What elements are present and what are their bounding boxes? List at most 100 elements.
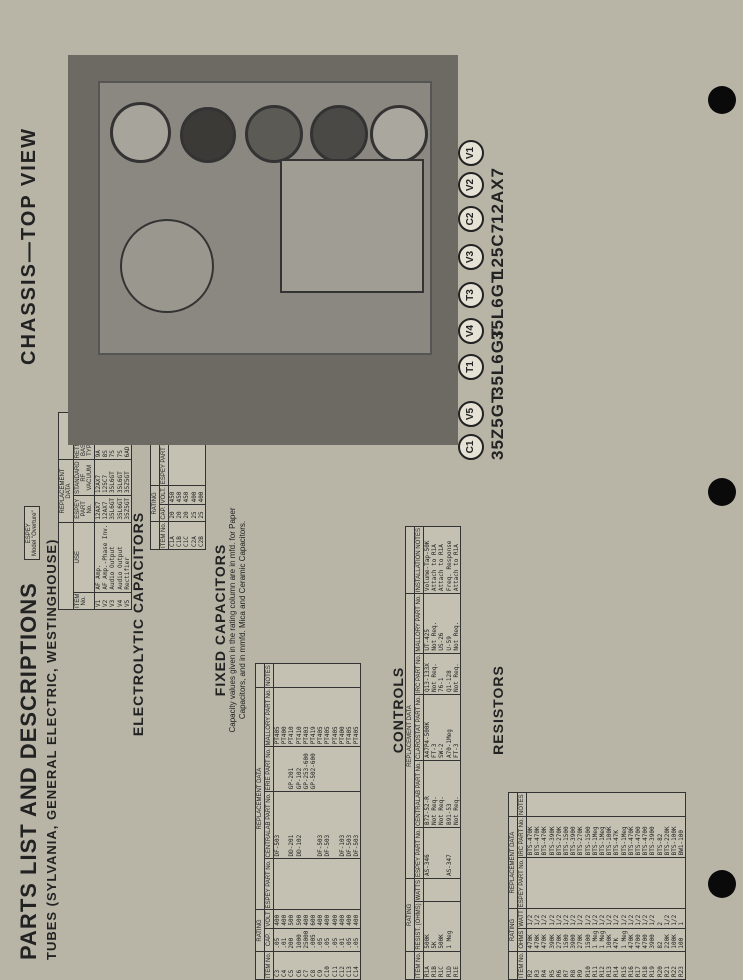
table-cell: C11 xyxy=(331,951,339,980)
table-cell xyxy=(555,792,564,817)
table-cell xyxy=(273,663,282,688)
table-cell: 1/2 xyxy=(534,908,542,929)
table-cell xyxy=(438,878,446,902)
table-cell xyxy=(302,858,311,910)
table-cell: 1/2 xyxy=(671,908,679,929)
table-cell: 400 xyxy=(281,909,289,929)
table-cell: B72-52-R xyxy=(423,760,432,828)
table-cell: PT405 xyxy=(353,687,361,747)
table-cell xyxy=(635,792,643,817)
table-cell xyxy=(331,858,339,910)
table-cell: 1/2 xyxy=(649,908,657,929)
table-cell: V1 xyxy=(94,592,103,610)
table-cell: R8 xyxy=(570,951,578,980)
table-cell: 2 xyxy=(656,908,664,929)
table-cell xyxy=(591,792,600,817)
table-cell xyxy=(606,857,614,909)
table-cell xyxy=(599,792,607,817)
table-cell: DD-102 xyxy=(295,791,303,859)
tube-socket xyxy=(110,102,171,163)
column-header: IRC PART No. xyxy=(414,653,424,695)
group-header: REPLACEMENT DATA xyxy=(508,816,518,909)
table-cell xyxy=(620,857,628,909)
table-cell: R21 xyxy=(663,951,672,980)
table-cell: Not Req. xyxy=(452,593,461,654)
table-cell: R4 xyxy=(541,951,549,980)
table-cell xyxy=(331,746,339,792)
table-cell xyxy=(627,857,636,909)
table-cell: BTS-100K xyxy=(671,816,679,858)
table-cell: 1/2 xyxy=(548,908,556,929)
table-cell: 270K xyxy=(555,928,564,952)
table-cell: C9 xyxy=(317,951,325,980)
table-cell: C1A xyxy=(168,521,177,550)
table-cell: GP-253-600 xyxy=(302,746,311,792)
table-cell xyxy=(534,857,542,909)
callout-v5: V5 xyxy=(458,401,484,427)
table-cell xyxy=(678,857,686,909)
table-cell: R12 xyxy=(599,951,607,980)
table-cell: BTS-220K xyxy=(663,816,672,858)
column-header: WATT xyxy=(517,908,527,929)
column-header: CENTRALAB PART No. xyxy=(414,760,424,828)
table-cell: GP-502-600 xyxy=(310,746,318,792)
table-cell xyxy=(346,858,354,910)
group-header: REPLACEMENT DATA xyxy=(58,459,74,523)
table-cell xyxy=(295,858,303,910)
table-cell xyxy=(526,792,535,817)
table-cell: Not Req. xyxy=(452,760,461,828)
table-cell: 20 xyxy=(183,504,191,522)
table-cell xyxy=(635,857,643,909)
table-cell xyxy=(353,663,361,688)
table-cell xyxy=(273,858,282,910)
column-header: ITEM No. xyxy=(264,951,274,980)
table-cell: PT405 xyxy=(273,687,282,747)
table-cell xyxy=(324,746,332,792)
column-header: NOTES xyxy=(517,792,527,817)
table-cell: 1/2 xyxy=(627,908,636,929)
callout-v2: V2 xyxy=(458,172,484,198)
table-cell: 400 xyxy=(338,909,347,929)
table-cell xyxy=(281,791,289,859)
table-cell xyxy=(563,792,571,817)
table-cell xyxy=(570,792,578,817)
table-cell: Not Req. xyxy=(431,593,439,654)
table-cell xyxy=(452,901,461,952)
binder-hole xyxy=(708,870,736,898)
chassis-title: CHASSIS—TOP VIEW xyxy=(18,127,40,365)
table-cell: BTS-1Meg xyxy=(599,816,607,858)
table-cell: R5 xyxy=(548,951,556,980)
table-cell xyxy=(431,827,439,879)
table-cell: .005 xyxy=(310,928,318,952)
table-cell: 400 xyxy=(331,909,339,929)
table-cell xyxy=(541,857,549,909)
table-cell: R6 xyxy=(555,951,564,980)
table-cell: 220K xyxy=(663,928,672,952)
page-title: PARTS LIST AND DESCRIPTIONS xyxy=(16,582,41,960)
table-cell: 35L6GT xyxy=(116,459,124,496)
table-cell: GP-102 xyxy=(295,746,303,792)
column-header: CAP. xyxy=(159,504,169,522)
table-cell xyxy=(526,857,535,909)
table-cell: R11 xyxy=(591,951,600,980)
table-cell xyxy=(310,858,318,910)
table-cell: Not Req. xyxy=(438,760,446,828)
group-header xyxy=(405,951,415,980)
callout-c2: C2 xyxy=(458,206,484,232)
table-cell: 1/2 xyxy=(613,908,621,929)
table-cell: U-59 xyxy=(445,593,453,654)
table-cell: R1B xyxy=(431,951,439,980)
table-cell: C14 xyxy=(353,951,361,980)
table-cell: R17 xyxy=(635,951,643,980)
